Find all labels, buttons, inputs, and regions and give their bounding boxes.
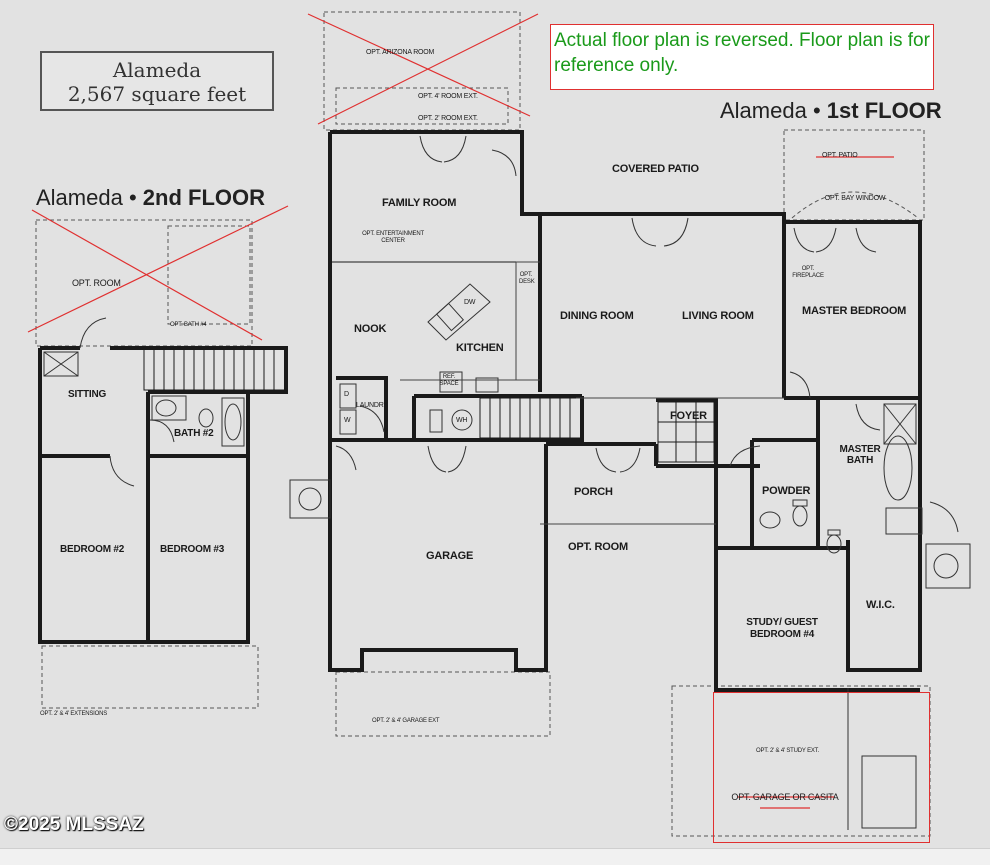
label-study-guest-bedroom: STUDY/ GUEST BEDROOM #4: [746, 617, 818, 640]
label-garage: GARAGE: [426, 550, 474, 562]
label-opt-fireplace: OPT. FIREPLACE: [792, 266, 824, 279]
label-opt-bath-4: OPT. BATH #4: [170, 322, 207, 328]
label-porch: PORCH: [574, 486, 613, 498]
label-opt-extensions: OPT. 2' & 4' EXTENSIONS: [40, 711, 108, 717]
doors: [79, 135, 959, 533]
label-bath-2: BATH #2: [174, 428, 214, 439]
first-floor-title: Alameda • 1st FLOOR: [720, 98, 942, 123]
label-ref-space: REF. SPACE: [439, 374, 459, 387]
second-floor-title: Alameda • 2nd FLOOR: [36, 185, 265, 210]
plan-title-box: Alameda 2,567 square feet: [40, 51, 274, 111]
label-opt-entertainment-center: OPT. ENTERTAINMENT CENTER: [362, 231, 424, 244]
label-family-room: FAMILY ROOM: [382, 197, 457, 209]
interior-lines: [400, 261, 784, 525]
label-living-room: LIVING ROOM: [682, 310, 754, 322]
label-wh: WH: [456, 417, 468, 424]
label-opt-room: OPT. ROOM: [568, 541, 628, 553]
label-bedroom-3: BEDROOM #3: [160, 544, 225, 555]
label-wic: W.I.C.: [866, 599, 895, 611]
label-laundry: LAUNDRY: [356, 402, 388, 409]
bottom-strip: [0, 848, 990, 865]
label-dw: DW: [464, 299, 476, 306]
stairs: [143, 347, 715, 463]
label-opt-garage-ext: OPT. 2' & 4' GARAGE EXT: [372, 718, 440, 724]
first-floor-walls: [328, 130, 922, 692]
label-master-bedroom: MASTER BEDROOM: [802, 305, 907, 317]
label-bedroom-2: BEDROOM #2: [60, 544, 125, 555]
label-opt-arizona-room: OPT. ARIZONA ROOM: [366, 49, 435, 56]
label-kitchen: KITCHEN: [456, 342, 504, 354]
label-dining-room: DINING ROOM: [560, 310, 634, 322]
label-opt-study-ext: OPT. 2' & 4' STUDY EXT.: [756, 748, 819, 754]
mls-watermark: ©2025 MLSSAZ: [4, 814, 144, 835]
label-opt-patio: OPT. PATIO: [822, 152, 858, 159]
label-covered-patio: COVERED PATIO: [612, 163, 699, 175]
label-master-bath: MASTER BATH: [839, 444, 881, 466]
label-powder: POWDER: [762, 485, 811, 497]
fixtures: [43, 283, 971, 830]
label-opt-4-room-ext: OPT. 4' ROOM EXT.: [418, 93, 478, 100]
casita-highlight-box: [713, 692, 930, 843]
plan-name: Alameda: [112, 58, 202, 82]
strike-lines: [27, 13, 894, 809]
label-foyer: FOYER: [670, 410, 707, 422]
label-opt-2-room-ext: OPT. 2' ROOM EXT.: [418, 115, 478, 122]
plan-area: 2,567 square feet: [67, 82, 247, 106]
label-opt-garage-or-casita: OPT. GARAGE OR CASITA: [731, 792, 839, 802]
label-nook: NOOK: [354, 323, 387, 335]
label-sitting: SITTING: [68, 389, 107, 400]
label-dryer: D: [344, 391, 349, 398]
reversed-plan-notice: Actual floor plan is reversed. Floor pla…: [550, 24, 934, 90]
label-washer: W: [344, 417, 351, 424]
label-2nd-opt-room: OPT. ROOM: [72, 278, 121, 288]
label-opt-bay-window: OPT. BAY WINDOW: [824, 195, 886, 202]
label-opt-desk: OPT. DESK: [519, 272, 535, 285]
